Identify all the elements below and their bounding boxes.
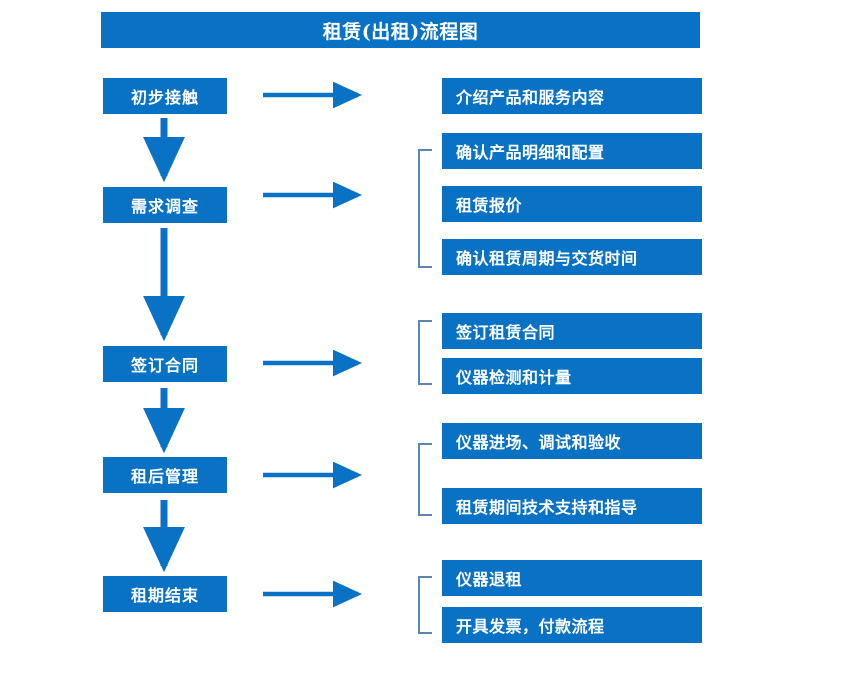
detail-box-instrument-return[interactable]: 仪器退租 (442, 560, 702, 596)
detail-box-invoice-payment[interactable]: 开具发票，付款流程 (442, 607, 702, 643)
detail-label: 介绍产品和服务内容 (456, 88, 605, 107)
detail-box-rental-quotation[interactable]: 租赁报价 (442, 186, 702, 222)
detail-box-confirm-period-delivery[interactable]: 确认租赁周期与交货时间 (442, 239, 702, 275)
group-bracket-requirements (418, 149, 432, 268)
stage-label: 初步接触 (130, 88, 199, 107)
diagram-title-bar: 租赁(出租)流程图 (101, 12, 700, 48)
detail-label: 签订租赁合同 (456, 323, 556, 342)
stage-label: 签订合同 (130, 356, 199, 375)
detail-label: 租赁期间技术支持和指导 (456, 498, 638, 517)
stage-label: 租期结束 (130, 586, 199, 605)
group-bracket-end-of-term (418, 576, 432, 634)
detail-label: 租赁报价 (456, 196, 523, 215)
detail-box-instrument-entry-commissioning[interactable]: 仪器进场、调试和验收 (442, 423, 702, 459)
detail-label: 确认产品明细和配置 (456, 143, 605, 162)
stage-box-end-of-rental[interactable]: 租期结束 (103, 576, 227, 612)
detail-label: 仪器退租 (456, 570, 523, 589)
stage-box-post-rental-management[interactable]: 租后管理 (103, 457, 227, 493)
detail-label: 开具发票，付款流程 (456, 617, 605, 636)
detail-box-technical-support[interactable]: 租赁期间技术支持和指导 (442, 488, 702, 524)
detail-label: 确认租赁周期与交货时间 (456, 249, 638, 268)
detail-box-introduce-products[interactable]: 介绍产品和服务内容 (442, 78, 702, 114)
stage-box-sign-contract[interactable]: 签订合同 (103, 346, 227, 382)
stage-box-requirement-survey[interactable]: 需求调查 (103, 187, 227, 223)
stage-label: 租后管理 (130, 467, 199, 486)
detail-label: 仪器进场、调试和验收 (456, 433, 622, 452)
detail-box-instrument-inspection[interactable]: 仪器检测和计量 (442, 358, 702, 394)
detail-box-confirm-product-spec[interactable]: 确认产品明细和配置 (442, 133, 702, 169)
group-bracket-post-rental (418, 443, 432, 516)
detail-label: 仪器检测和计量 (456, 368, 572, 387)
stage-box-initial-contact[interactable]: 初步接触 (103, 78, 227, 114)
group-bracket-contract (418, 320, 432, 385)
detail-box-sign-rental-contract[interactable]: 签订租赁合同 (442, 313, 702, 349)
page-title: 租赁(出租)流程图 (322, 20, 479, 43)
stage-label: 需求调查 (130, 197, 199, 216)
